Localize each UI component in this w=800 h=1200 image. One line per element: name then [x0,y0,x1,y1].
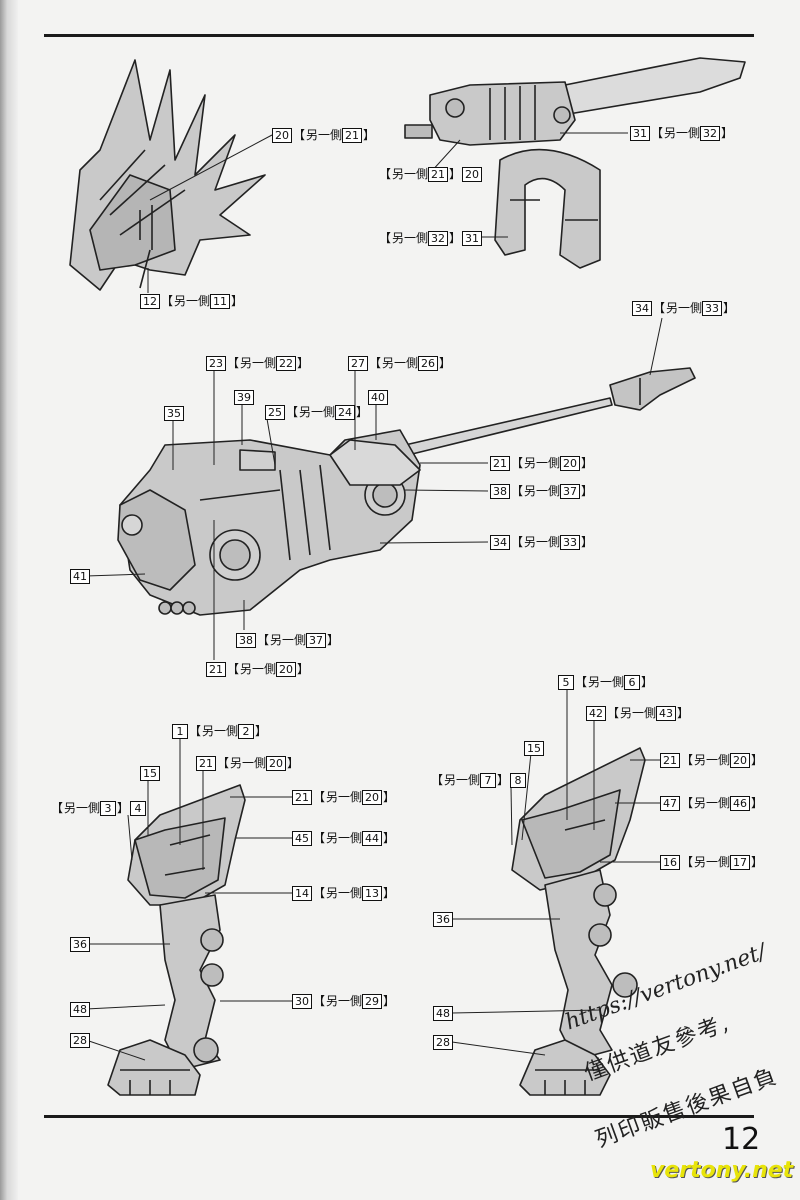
part-number: 20 [272,127,292,143]
callout-body-39: 39 [234,389,254,405]
watermark-brand: vertony.net [650,1158,794,1183]
callout-legR-36: 36 [433,911,453,927]
body-part-illustration [117,367,696,616]
callout-legR-15: 15 [524,740,544,756]
callout-body-41: 41 [70,568,90,584]
page-number: 12 [722,1122,761,1157]
callout-body-35: 35 [164,405,184,421]
callout-legR-48: 48 [433,1005,453,1021]
sword-part-illustration [404,57,746,269]
left-leg-illustration [107,784,246,1096]
bottom-rule [44,1115,754,1118]
binding-edge [0,0,18,1200]
part-number: 21 [342,127,363,143]
head-part-illustration [69,59,266,291]
callout-body-40: 40 [368,389,388,405]
callout-legL-28: 28 [70,1032,90,1048]
callout-legR-28: 28 [433,1034,453,1050]
right-leg-illustration [511,747,646,1096]
top-rule [44,34,754,37]
callout-legL-15: 15 [140,765,160,781]
callout-legL-36: 36 [70,936,90,952]
callout-legL-48: 48 [70,1001,90,1017]
